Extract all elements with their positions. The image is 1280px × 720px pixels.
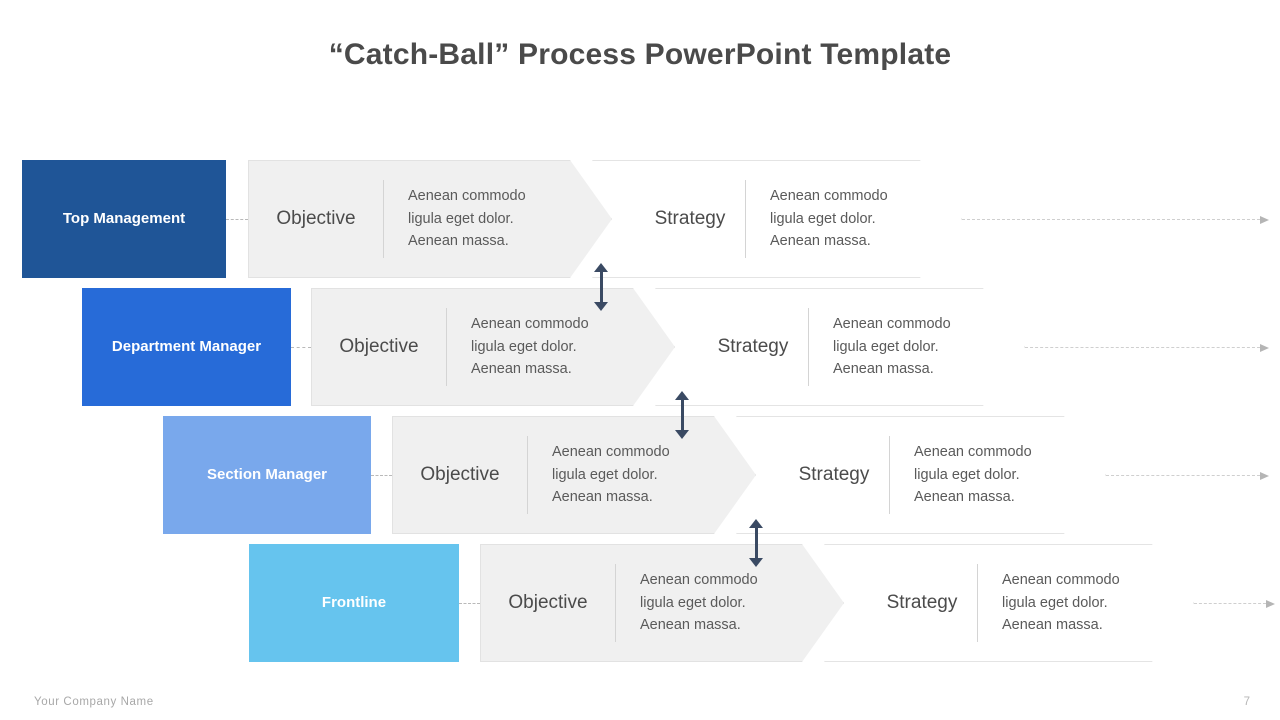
arrow-shaft bbox=[600, 270, 603, 304]
stage-divider bbox=[446, 308, 447, 386]
stage-objective-section-manager[interactable]: Objective Aenean commodo ligula eget dol… bbox=[392, 416, 756, 534]
role-label-text: Top Management bbox=[62, 210, 186, 228]
arrow-head-up-icon bbox=[675, 391, 689, 400]
arrow-shaft bbox=[681, 398, 684, 432]
stage-divider bbox=[383, 180, 384, 258]
arrow-head-up-icon bbox=[594, 263, 608, 272]
stage-name: Objective bbox=[420, 464, 500, 485]
arrow-head-down-icon bbox=[675, 430, 689, 439]
role-to-stage-connector bbox=[226, 219, 248, 220]
role-label-text: Section Manager bbox=[206, 466, 328, 484]
stage-description: Aenean commodo ligula eget dolor. Aenean… bbox=[770, 187, 888, 250]
page-title: “Catch-Ball” Process PowerPoint Template bbox=[328, 38, 952, 71]
stage-description: Aenean commodo ligula eget dolor. Aenean… bbox=[1002, 571, 1120, 634]
arrow-head-up-icon bbox=[749, 519, 763, 528]
stage-name: Strategy bbox=[798, 464, 870, 485]
stage-divider bbox=[889, 436, 890, 514]
stage-name: Objective bbox=[508, 592, 588, 613]
stage-description: Aenean commodo ligula eget dolor. Aenean… bbox=[640, 571, 758, 634]
catch-ball-arrow-2 bbox=[675, 391, 689, 439]
role-to-stage-connector bbox=[459, 603, 480, 604]
stage-name: Strategy bbox=[717, 336, 789, 357]
stage-divider bbox=[527, 436, 528, 514]
stage-description: Aenean commodo ligula eget dolor. Aenean… bbox=[408, 187, 526, 250]
stage-divider bbox=[745, 180, 746, 258]
stage-strategy-section-manager[interactable]: Strategy Aenean commodo ligula eget dolo… bbox=[736, 416, 1106, 534]
arrow-head-down-icon bbox=[749, 558, 763, 567]
catch-ball-arrow-3 bbox=[749, 519, 763, 567]
role-label-box-top-management[interactable]: Top Management bbox=[22, 160, 226, 278]
stage-description: Aenean commodo ligula eget dolor. Aenean… bbox=[833, 315, 951, 378]
stage-divider bbox=[977, 564, 978, 642]
role-label-text: Frontline bbox=[321, 594, 387, 612]
stage-description: Aenean commodo ligula eget dolor. Aenean… bbox=[552, 443, 670, 506]
flow-arrow-right bbox=[1025, 343, 1269, 352]
role-label-box-department-manager[interactable]: Department Manager bbox=[82, 288, 291, 406]
stage-strategy-department-manager[interactable]: Strategy Aenean commodo ligula eget dolo… bbox=[655, 288, 1025, 406]
catch-ball-arrow-1 bbox=[594, 263, 608, 311]
stage-name: Strategy bbox=[886, 592, 958, 613]
stage-name: Objective bbox=[339, 336, 419, 357]
flow-arrow-right bbox=[962, 215, 1269, 224]
role-label-text: Department Manager bbox=[111, 338, 262, 356]
flow-arrow-right bbox=[1106, 471, 1269, 480]
arrow-shaft bbox=[755, 526, 758, 560]
stage-strategy-top-management[interactable]: Strategy Aenean commodo ligula eget dolo… bbox=[592, 160, 962, 278]
stage-description: Aenean commodo ligula eget dolor. Aenean… bbox=[471, 315, 589, 378]
stage-objective-top-management[interactable]: Objective Aenean commodo ligula eget dol… bbox=[248, 160, 612, 278]
role-to-stage-connector bbox=[371, 475, 392, 476]
footer-page-number: 7 bbox=[1243, 696, 1250, 708]
stage-name: Strategy bbox=[654, 208, 726, 229]
stage-name: Objective bbox=[276, 208, 356, 229]
role-label-box-frontline[interactable]: Frontline bbox=[249, 544, 459, 662]
stage-objective-department-manager[interactable]: Objective Aenean commodo ligula eget dol… bbox=[311, 288, 675, 406]
role-label-box-section-manager[interactable]: Section Manager bbox=[163, 416, 371, 534]
footer-company-name: Your Company Name bbox=[34, 696, 154, 708]
stage-divider bbox=[808, 308, 809, 386]
stage-divider bbox=[615, 564, 616, 642]
stage-objective-frontline[interactable]: Objective Aenean commodo ligula eget dol… bbox=[480, 544, 844, 662]
stage-strategy-frontline[interactable]: Strategy Aenean commodo ligula eget dolo… bbox=[824, 544, 1194, 662]
flow-arrow-right bbox=[1194, 599, 1275, 608]
stage-description: Aenean commodo ligula eget dolor. Aenean… bbox=[914, 443, 1032, 506]
arrow-head-down-icon bbox=[594, 302, 608, 311]
role-to-stage-connector bbox=[291, 347, 311, 348]
